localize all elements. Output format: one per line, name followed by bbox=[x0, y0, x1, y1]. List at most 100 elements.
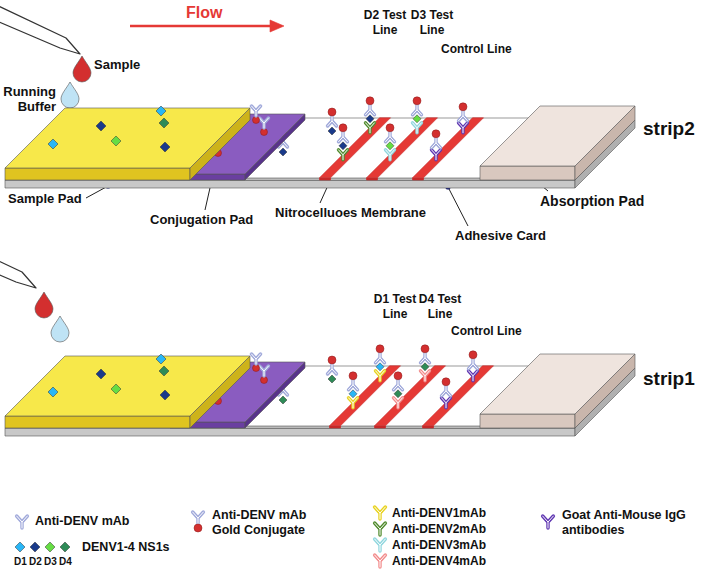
ns1-diamond bbox=[366, 115, 374, 123]
antibody-symbol-core bbox=[394, 380, 403, 390]
flow-label: Flow bbox=[186, 3, 222, 22]
control-line-label: Control Line bbox=[451, 324, 522, 339]
antibody-symbol-core bbox=[252, 354, 261, 364]
flow-arrow-head bbox=[270, 20, 284, 32]
antibody-symbol-core bbox=[432, 138, 441, 148]
antibody-symbol bbox=[375, 523, 386, 535]
antibody-symbol bbox=[469, 359, 478, 369]
legend-text: Goat Anti-Mouse IgG antibodies bbox=[562, 508, 686, 538]
legend-text: DENV1-4 NS1s bbox=[82, 540, 170, 555]
ns1-diamond bbox=[159, 118, 169, 128]
gold-particle bbox=[469, 351, 477, 359]
sample-pad-front bbox=[5, 416, 190, 428]
antibody-symbol-core bbox=[394, 398, 403, 408]
test-strip bbox=[5, 345, 635, 436]
ns1-diamond bbox=[413, 115, 421, 123]
test-line-label: D2 Test Line bbox=[358, 8, 412, 38]
antibody-symbol-core bbox=[328, 116, 337, 126]
legend-swatch bbox=[45, 542, 55, 552]
liquid-drop bbox=[35, 292, 53, 318]
antibody-symbol bbox=[375, 555, 386, 567]
gold-particle bbox=[366, 97, 374, 105]
antibody-symbol-core bbox=[349, 398, 358, 408]
antibody-symbol-core bbox=[442, 386, 451, 396]
sample-label: Sample bbox=[94, 57, 140, 72]
antibody-symbol-core bbox=[442, 398, 451, 408]
legend-text: D3 bbox=[44, 556, 56, 568]
test-line-label: D3 Test Line bbox=[405, 8, 459, 38]
sample-pad-top bbox=[5, 356, 250, 416]
antibody-symbol bbox=[328, 116, 337, 126]
test-line-edge bbox=[423, 426, 434, 428]
ns1-diamond bbox=[279, 396, 287, 404]
ns1-diamond bbox=[156, 354, 166, 364]
test-line-edge bbox=[375, 426, 386, 428]
antibody-symbol-core bbox=[413, 123, 422, 133]
antibody-symbol-core bbox=[366, 105, 375, 115]
ns1-diamond bbox=[328, 375, 336, 383]
part-label: Conjugation Pad bbox=[150, 212, 253, 227]
ns1-diamond bbox=[386, 142, 394, 150]
gold-particle bbox=[394, 372, 402, 380]
pipette bbox=[0, 236, 36, 288]
antibody-symbol bbox=[432, 138, 441, 148]
antibody-symbol-core bbox=[260, 118, 269, 128]
part-label: Nitrocelluoes Membrane bbox=[275, 205, 426, 220]
legend-text: D1 bbox=[14, 556, 26, 568]
test-line-label: D1 Test Line bbox=[368, 292, 422, 322]
absorption-pad-top bbox=[480, 354, 635, 414]
test-line-edge bbox=[320, 178, 331, 180]
gold-particle bbox=[194, 524, 202, 532]
gold-particle bbox=[386, 124, 394, 132]
antibody-symbol bbox=[375, 539, 386, 551]
antibody-symbol-core bbox=[469, 359, 478, 369]
ns1-diamond bbox=[96, 369, 106, 379]
legend-swatch bbox=[15, 542, 25, 552]
antibody-symbol-core bbox=[386, 150, 395, 160]
antibody-symbol bbox=[339, 150, 348, 160]
antibody-symbol-core bbox=[469, 371, 478, 381]
gold-particle bbox=[376, 345, 384, 353]
ns1-diamond bbox=[111, 136, 121, 146]
ns1-diamond bbox=[160, 142, 170, 152]
antibody-symbol-core bbox=[339, 150, 348, 160]
buffer-label: Running Buffer bbox=[0, 84, 56, 114]
ns1-diamond bbox=[111, 384, 121, 394]
legend-text: Anti-DENV2mAb bbox=[392, 522, 486, 537]
antibody-symbol-core bbox=[376, 371, 385, 381]
antibody-symbol bbox=[432, 150, 441, 160]
ns1-diamond bbox=[349, 390, 357, 398]
antibody-symbol bbox=[252, 354, 261, 364]
antibody-symbol bbox=[469, 371, 478, 381]
ns1-diamond bbox=[328, 127, 336, 135]
antibody-symbol bbox=[442, 398, 451, 408]
ns1-diamond bbox=[376, 363, 384, 371]
antibody-symbol-core bbox=[349, 380, 358, 390]
ns1-diamond bbox=[48, 387, 58, 397]
antibody-symbol-core bbox=[193, 512, 204, 524]
test-line-label: D4 Test Line bbox=[413, 292, 467, 322]
antibody-symbol bbox=[252, 106, 261, 116]
gold-particle bbox=[421, 345, 429, 353]
legend-text: D4 bbox=[59, 556, 71, 568]
strip-name: strip1 bbox=[643, 368, 695, 390]
legend-text: Anti-DENV4mAb bbox=[392, 554, 486, 569]
control-line-label: Control Line bbox=[441, 42, 512, 57]
gold-particle bbox=[328, 108, 336, 116]
antibody-symbol-core bbox=[366, 123, 375, 133]
antibody-symbol bbox=[413, 105, 422, 115]
antibody-symbol bbox=[375, 507, 386, 519]
part-label: Absorption Pad bbox=[540, 193, 644, 209]
part-label: Adhesive Card bbox=[455, 228, 546, 243]
ns1-diamond bbox=[156, 106, 166, 116]
ns1-diamond bbox=[279, 148, 287, 156]
antibody-symbol-core bbox=[260, 366, 269, 376]
adhesive-card-front bbox=[5, 428, 575, 436]
gold-particle bbox=[432, 130, 440, 138]
liquid-drop bbox=[61, 82, 79, 108]
antibody-symbol bbox=[386, 150, 395, 160]
antibody-symbol-core bbox=[17, 516, 28, 528]
legend-text: Anti-DENV mAb Gold Conjugate bbox=[212, 508, 324, 538]
antibody-symbol-core bbox=[375, 539, 386, 551]
absorption-pad-front bbox=[480, 166, 575, 180]
